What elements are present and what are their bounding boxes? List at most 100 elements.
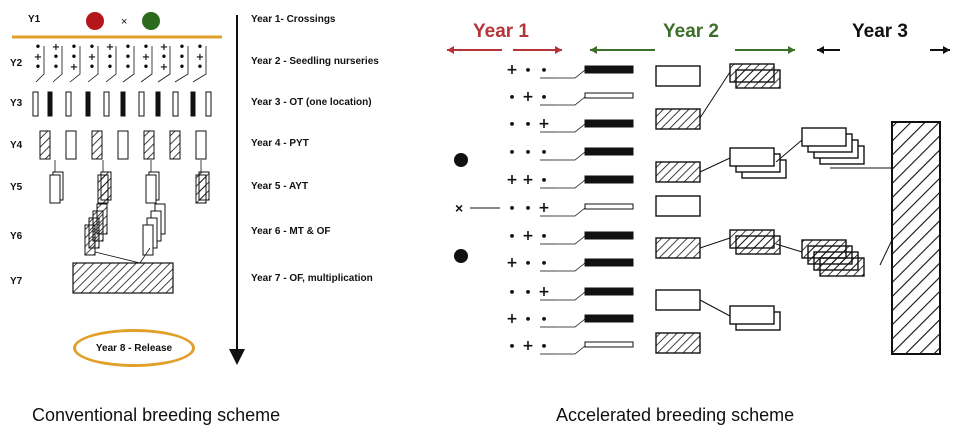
- mt-plots: [84, 203, 166, 256]
- svg-text:•: •: [524, 286, 531, 299]
- acc-cross-symbol: ×: [455, 200, 464, 216]
- svg-text:+: +: [160, 42, 168, 53]
- svg-text:•: •: [524, 257, 531, 270]
- ayt-plot: [97, 174, 109, 204]
- svg-text:•: •: [508, 340, 515, 353]
- svg-text:•: •: [524, 313, 531, 326]
- step-year2: Year 2 - Seedling nurseries: [251, 56, 379, 67]
- svg-text:+: +: [506, 172, 518, 188]
- mt-plot: [84, 224, 96, 256]
- svg-text:•: •: [107, 62, 113, 73]
- year1-line-plot: [584, 175, 634, 184]
- y2-connector: [192, 46, 207, 83]
- year1-header: Year 1: [473, 21, 529, 42]
- ot-plot: [138, 91, 145, 117]
- seedling-nursery-grid: •+•+••••+•+•+••••••+•+•+••••+•: [34, 42, 204, 73]
- svg-text:•: •: [143, 42, 149, 53]
- step-year4: Year 4 - PYT: [251, 138, 309, 149]
- svg-text:•: •: [540, 313, 547, 326]
- svg-text:•: •: [524, 146, 531, 159]
- svg-text:•: •: [540, 230, 547, 243]
- ot-plot: [103, 91, 110, 117]
- svg-text:+: +: [52, 42, 60, 53]
- ot-plot: [85, 91, 91, 117]
- year2-plot: [655, 289, 701, 311]
- y2-connector: [52, 46, 63, 83]
- svg-text:+: +: [506, 62, 518, 78]
- accelerated-caption: Accelerated breeding scheme: [556, 405, 795, 425]
- conventional-scheme: •+•+••••+•+•+••••••+•+•+••••+•: [12, 12, 245, 365]
- year2-plot: [655, 161, 701, 183]
- svg-text:•: •: [524, 118, 531, 131]
- parent-red: [86, 12, 104, 30]
- year2-plot: [655, 332, 701, 354]
- svg-text:+: +: [506, 311, 518, 327]
- svg-text:+: +: [538, 200, 550, 216]
- y2-connector: [122, 46, 135, 83]
- cross-symbol: ×: [121, 16, 128, 28]
- multiplication-plot: [72, 262, 174, 294]
- step-year7: Year 7 - OF, multiplication: [251, 273, 373, 284]
- svg-text:•: •: [197, 62, 203, 73]
- pyt-plot: [169, 130, 181, 160]
- year1-line-plot: [584, 203, 634, 210]
- svg-text:+: +: [142, 52, 150, 63]
- year1-line-plot: [584, 258, 634, 267]
- ot-plot: [65, 91, 72, 117]
- ot-plot: [155, 91, 161, 117]
- ot-plot: [32, 91, 39, 117]
- year1-line-plot: [584, 341, 634, 348]
- ot-plots: [32, 91, 212, 117]
- y2-connector: [87, 46, 99, 83]
- ayt-plot: [195, 174, 207, 204]
- mt-plot: [142, 224, 154, 256]
- svg-text:•: •: [540, 340, 547, 353]
- y1-label: Y1: [28, 14, 41, 25]
- ot-plot: [172, 91, 179, 117]
- y2-connector: [174, 46, 189, 83]
- y4-label: Y4: [10, 140, 23, 151]
- svg-text:+: +: [506, 255, 518, 271]
- y2-connector: [35, 46, 45, 83]
- svg-text:+: +: [538, 116, 550, 132]
- parent-green: [142, 12, 160, 30]
- svg-text:+: +: [538, 284, 550, 300]
- svg-text:•: •: [35, 42, 41, 53]
- svg-text:•: •: [53, 62, 59, 73]
- svg-text:•: •: [508, 118, 515, 131]
- y2-connector: [157, 46, 171, 83]
- svg-text:•: •: [197, 42, 203, 53]
- svg-text:•: •: [53, 52, 59, 63]
- svg-text:•: •: [508, 91, 515, 104]
- year1-line-plot: [584, 231, 634, 240]
- ot-plot: [120, 91, 126, 117]
- year2-plot: [655, 65, 701, 87]
- svg-text:•: •: [179, 62, 185, 73]
- svg-text:+: +: [522, 338, 534, 354]
- svg-text:+: +: [88, 52, 96, 63]
- step-year3: Year 3 - OT (one location): [251, 97, 372, 108]
- svg-text:•: •: [508, 202, 515, 215]
- y2-connector: [140, 46, 153, 83]
- year1-line-plot: [584, 287, 634, 296]
- year2-plot: [655, 195, 701, 217]
- step-year1: Year 1- Crossings: [251, 14, 336, 25]
- ayt-plot: [145, 174, 157, 204]
- svg-text:+: +: [196, 52, 204, 63]
- y7-label: Y7: [10, 276, 23, 287]
- ot-plot: [47, 91, 53, 117]
- ot-plot: [190, 91, 196, 117]
- svg-text:•: •: [89, 42, 95, 53]
- svg-text:•: •: [524, 64, 531, 77]
- parent-1: [454, 153, 468, 167]
- svg-text:•: •: [540, 91, 547, 104]
- pyt-plot: [195, 130, 207, 160]
- parent-2: [454, 249, 468, 263]
- year2-plot: [655, 237, 701, 259]
- y2-label: Y2: [10, 58, 23, 69]
- svg-text:•: •: [540, 146, 547, 159]
- svg-text:•: •: [143, 62, 149, 73]
- svg-text:•: •: [179, 52, 185, 63]
- svg-text:•: •: [71, 42, 77, 53]
- y5-label: Y5: [10, 182, 23, 193]
